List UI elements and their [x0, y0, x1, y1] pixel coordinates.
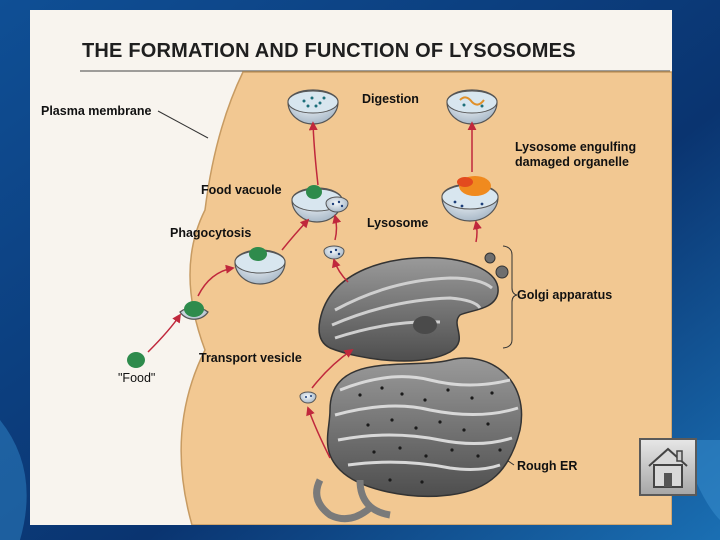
- arrow-vesicle-to-golgi: [311, 348, 354, 389]
- arrow-engulf-to-phagocytosis: [197, 264, 235, 297]
- label-plasma-membrane: Plasma membrane: [41, 104, 152, 118]
- lysosome-figure: THE FORMATION AND FUNCTION OF LYSOSOMES …: [30, 10, 672, 525]
- label-golgi-apparatus: Golgi apparatus: [517, 288, 613, 302]
- digestion-vesicle-right: [446, 89, 498, 125]
- label-phagocytosis: Phagocytosis: [170, 226, 252, 240]
- lysosome-engulfing-vesicle: [441, 176, 499, 222]
- phagocytosis-vesicle: [234, 247, 286, 285]
- arrow-er-to-vesicle: [306, 406, 331, 459]
- food-vacuole: [291, 185, 349, 223]
- label-food-vacuole: Food vacuole: [201, 183, 282, 197]
- figure-title: THE FORMATION AND FUNCTION OF LYSOSOMES: [82, 40, 576, 62]
- home-button[interactable]: [639, 438, 697, 496]
- arrow-lysosome-to-vacuole: [332, 214, 342, 241]
- label-rough-er: Rough ER: [517, 459, 578, 473]
- label-digestion: Digestion: [362, 92, 419, 106]
- rough-er-organelle: [313, 357, 523, 523]
- plasma-membrane-pointer: [157, 110, 209, 139]
- label-food: "Food": [118, 371, 156, 385]
- lysosome-diagram: [80, 70, 672, 525]
- label-lysosome-engulfing: Lysosome engulfing damaged organelle: [515, 140, 637, 169]
- arrow-phagocytosis-to-vacuole: [281, 218, 310, 251]
- golgi-bracket: [502, 245, 518, 349]
- lysosome-vesicle: [323, 245, 345, 260]
- arrow-food-to-membrane: [147, 313, 181, 353]
- arrow-golgi-to-lysosome: [332, 258, 349, 283]
- digestion-vesicle-left: [287, 89, 339, 125]
- engulfing-vesicle: [179, 301, 209, 320]
- home-icon: [648, 447, 688, 488]
- small-lysosome-fusing: [325, 196, 349, 213]
- food-particle: [127, 352, 145, 368]
- arrow-golgi-to-engulfing: [472, 220, 482, 243]
- arrow-vacuole-to-digestion: [308, 121, 319, 186]
- golgi-organelle: [318, 252, 509, 362]
- transport-vesicle: [299, 391, 317, 404]
- label-lysosome: Lysosome: [367, 216, 429, 230]
- label-transport-vesicle: Transport vesicle: [199, 351, 302, 365]
